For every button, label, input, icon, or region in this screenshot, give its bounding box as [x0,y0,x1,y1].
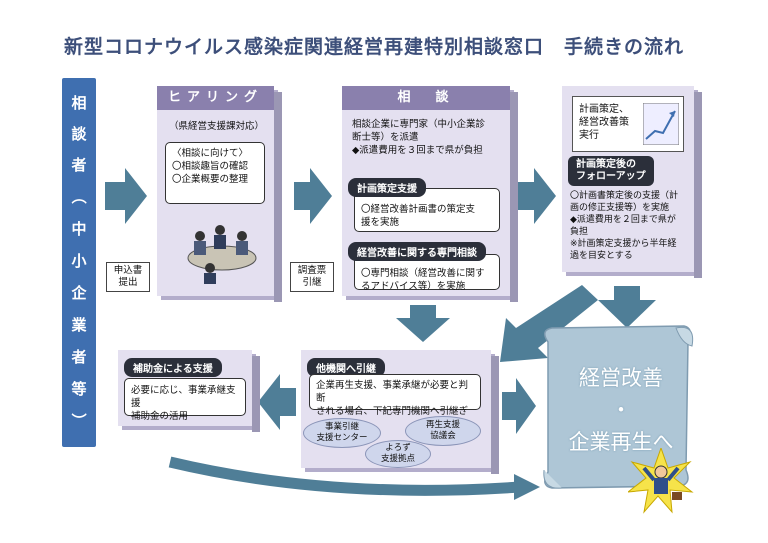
plan-support-pill: 計画策定支援 [348,178,426,197]
referral-line: 企業再生支援、事業承継が必要と判断 [316,380,469,404]
plan-document: 計画策定、 経営改善策 実行 [572,96,684,152]
sidebar-char: 小 [71,252,87,270]
hearing-line: 〈相談に向けて〉 [172,148,249,159]
sidebar-char: 中 [71,220,87,238]
goal-line-1: 経営改善 [579,366,663,390]
followup-box: 計画策定、 経営改善策 実行 計画策定後の フォローアップ 〇計画書策定後の支援… [562,86,702,278]
expert-consult-pill: 経営改善に関する専門相談 [348,242,486,261]
page-title: 新型コロナウイルス感染症関連経営再建特別相談窓口 手続きの流れ [64,36,685,58]
arrow-right-icon [502,378,536,434]
curved-arrow-icon [168,456,521,496]
sidebar-char: 業 [71,316,87,334]
org-business-succession-center: 事業引継支援センター [303,418,381,448]
arrow-down-icon [396,305,450,342]
subsidy-line: 必要に応じ、事業承継支援 [131,385,236,409]
plan-doc-line: 経営改善策 [579,117,629,128]
org-yorozu-support-base: よろず支援拠点 [365,440,431,468]
plan-line: 〇経営改善計画書の策定支 [361,204,476,215]
hearing-line: 〇企業概要の整理 [172,174,249,185]
arrow-down-icon [598,286,656,328]
consult-intro-line: 断士等）を派遣 [352,132,419,143]
referral-pill: 他機関へ引継 [307,358,385,377]
survey-label: 調査票 引継 [290,262,334,292]
meeting-illustration-icon [187,225,257,284]
arrow-right-icon [105,168,147,224]
goal-line-2: ・ [610,398,632,422]
hearing-header: ヒアリング [157,86,274,110]
sidebar-char: 等 [71,380,87,398]
sidebar-char: 者 [71,156,87,174]
followup-pill-line: フォローアップ [576,171,646,182]
subsidy-box: 補助金による支援 必要に応じ、事業承継支援 補助金の活用 [118,350,260,432]
org-line: 事業引継 [324,422,359,432]
sidebar-char: 相 [71,94,87,112]
hearing-subtitle: （県経営支援課対応） [169,121,265,132]
followup-line: 画の修正支援等）を実施 [570,203,670,213]
hearing-box: ヒアリング （県経営支援課対応） 〈相談に向けて〉 〇相談趣旨の確認 〇企業概要… [157,86,282,302]
followup-pill-line: 計画策定後の [576,159,636,170]
org-revitalization-council: 再生支援協議会 [405,416,481,446]
consult-intro-line: 相談企業に専門家（中小企業診 [352,119,486,130]
plan-document-text: 計画策定、 経営改善策 実行 [579,103,629,142]
org-line: 支援拠点 [380,454,415,464]
plan-line: 援を実施 [361,217,400,228]
followup-line: 負担 [570,227,589,237]
survey-label-line: 引継 [302,277,322,288]
arrow-right-icon [518,168,556,224]
goal-scroll [543,325,694,489]
org-line: 協議会 [430,431,456,441]
goal-line-3: 企業再生へ [568,430,674,454]
followup-pill: 計画策定後の フォローアップ [568,156,654,186]
consult-intro: 相談企業に専門家（中小企業診 断士等）を派遣 ◆派遣費用を３回まで県が負担 [352,118,485,157]
arrow-left-icon [258,374,296,430]
celebrating-businessman-icon [628,448,694,514]
arrow-diagonal-icon [500,285,598,362]
consult-box: 相 談 相談企業に専門家（中小企業診 断士等）を派遣 ◆派遣費用を３回まで県が負… [342,86,518,302]
followup-body: 〇計画書策定後の支援（計 画の修正支援等）を実施 ◆派遣費用を２回まで県が 負担… [570,190,678,262]
followup-line: 〇計画書策定後の支援（計 [570,191,679,201]
consult-header: 相 談 [342,86,510,110]
hearing-line: 〇相談趣旨の確認 [172,161,249,172]
sidebar-char: 談 [71,125,87,143]
org-line: 支援センター [316,433,368,443]
expert-line: るアドバイス等）を実施 [361,281,466,292]
expert-line: 〇専門相談（経営改善に関す [361,268,485,279]
application-label: 申込書 提出 [106,262,150,292]
sidebar-char: 者 [71,348,87,366]
plan-doc-line: 実行 [579,130,599,141]
followup-line: ◆派遣費用を２回まで県が [570,215,676,225]
subsidy-line: 補助金の活用 [131,411,189,422]
subsidy-text-box: 必要に応じ、事業承継支援 補助金の活用 [124,378,246,422]
application-label-line: 提出 [118,277,138,288]
referral-box: 他機関へ引継 企業再生支援、事業承継が必要と判断 される場合、下記専門機関へ引継… [301,350,499,474]
org-line: 再生支援 [425,420,460,430]
hearing-checklist: 〈相談に向けて〉 〇相談趣旨の確認 〇企業概要の整理 [165,142,265,204]
plan-doc-line: 計画策定、 [579,104,629,115]
org-line: よろず [385,443,411,453]
arrow-right-icon [294,168,332,224]
referral-line: される場合、下記専門機関へ引継ぎ [316,406,469,417]
growth-chart-icon [643,103,679,145]
consultant-sidebar: 相 談 者 （ 中 小 企 業 者 等 ） [62,78,96,447]
subsidy-pill: 補助金による支援 [124,358,222,377]
consult-intro-line: ◆派遣費用を３回まで県が負担 [352,145,483,156]
referral-text-box: 企業再生支援、事業承継が必要と判断 される場合、下記専門機関へ引継ぎ [309,374,481,417]
survey-label-line: 調査票 [297,265,327,276]
followup-line: ※計画策定支援から半年経 [570,239,677,249]
followup-line: 過を目安とする [570,251,633,261]
application-label-line: 申込書 [113,265,143,276]
sidebar-char: 企 [71,284,87,302]
